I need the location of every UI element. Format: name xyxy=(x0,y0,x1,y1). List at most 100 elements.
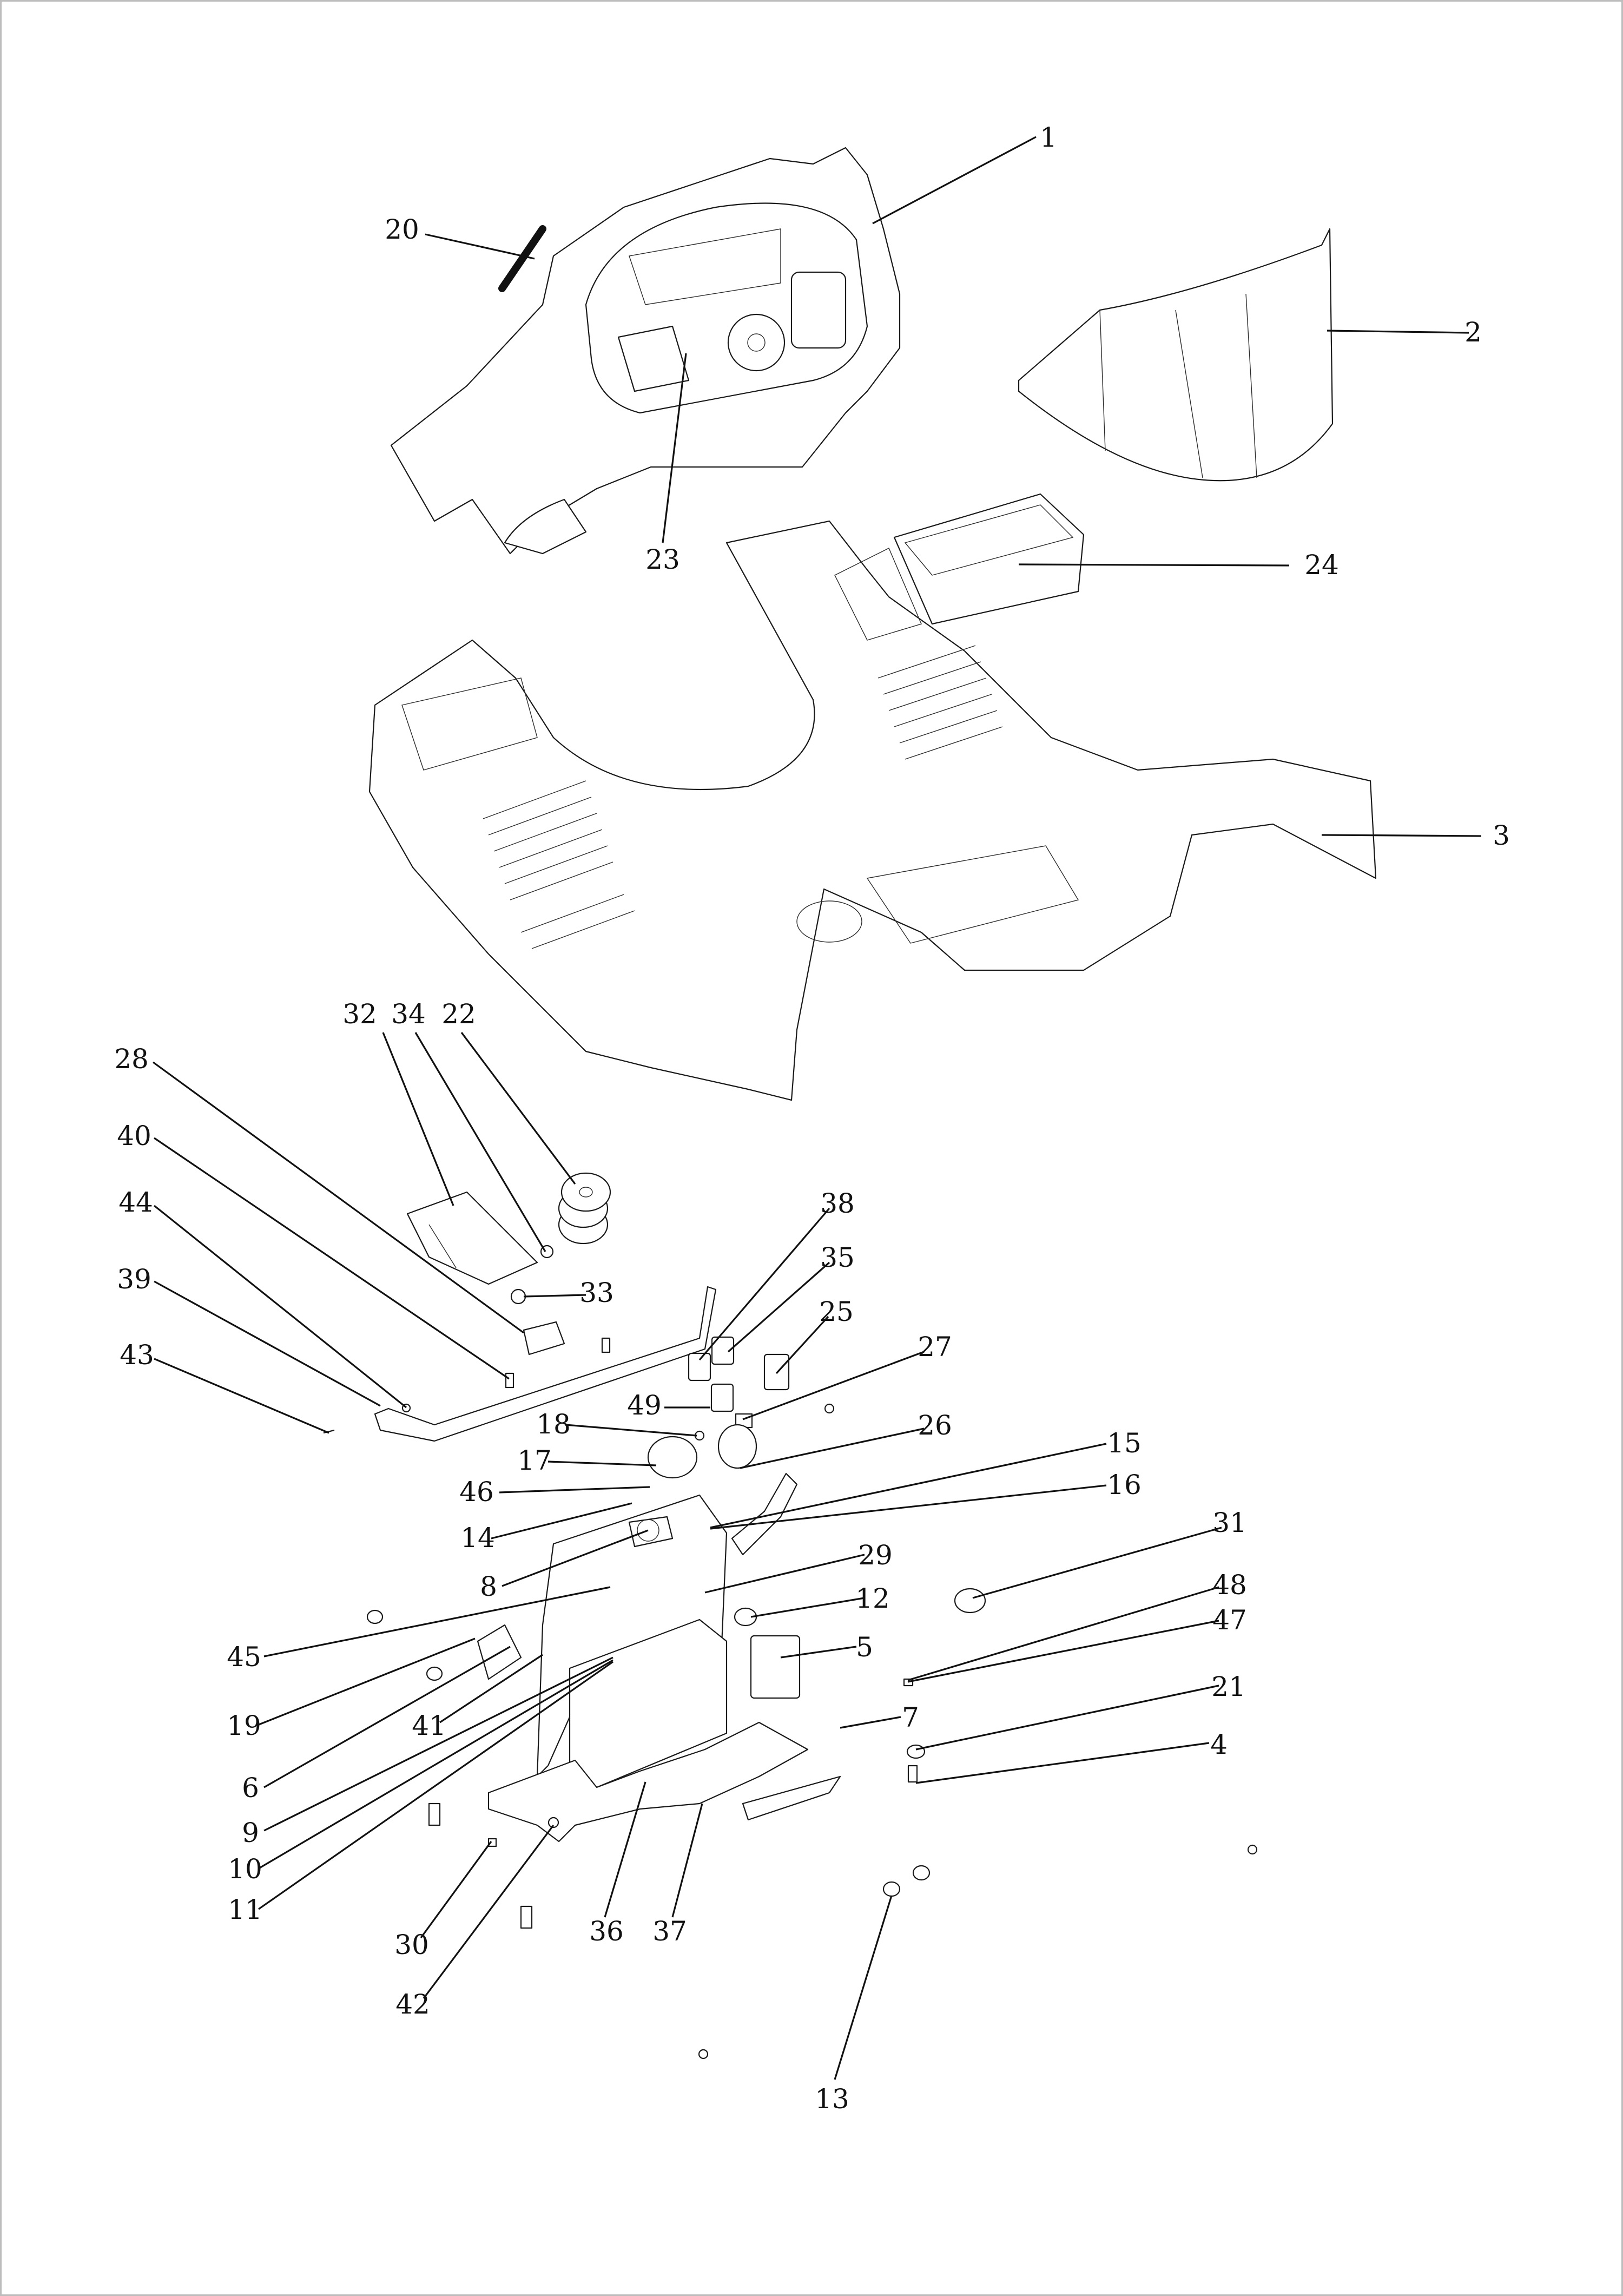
leader-line xyxy=(1321,834,1482,837)
leader-line xyxy=(258,1659,613,1870)
callout-44: 44 xyxy=(118,1187,407,1409)
leader-line xyxy=(775,1315,829,1374)
leader-line xyxy=(547,1461,657,1466)
leader-line xyxy=(263,1656,613,1832)
leader-line xyxy=(742,1351,925,1420)
leader-line xyxy=(263,1586,611,1657)
leader-line xyxy=(502,1529,649,1587)
part-front-cover xyxy=(1018,228,1334,482)
part-rivet xyxy=(323,1429,335,1434)
part-rocker-switch-38 xyxy=(688,1352,711,1381)
leader-line xyxy=(491,1502,632,1540)
callout-2: 2 xyxy=(1327,317,1482,348)
callout-15: 15 xyxy=(710,1427,1142,1529)
callout-33: 33 xyxy=(523,1277,614,1308)
callout-label: 42 xyxy=(395,1989,430,2020)
part-nut-loose xyxy=(1247,1844,1258,1855)
callout-label: 32 xyxy=(342,998,377,1030)
leader-line xyxy=(662,353,687,543)
leader-line xyxy=(499,1486,650,1494)
callout-label: 26 xyxy=(918,1410,952,1441)
leader-line xyxy=(425,233,535,260)
callout-6: 6 xyxy=(242,1646,511,1804)
callout-label: 34 xyxy=(391,998,426,1030)
callout-25: 25 xyxy=(775,1296,854,1374)
callout-label: 46 xyxy=(459,1476,494,1508)
leader-line xyxy=(710,1443,1107,1529)
callout-17: 17 xyxy=(517,1445,657,1476)
leader-line xyxy=(1327,330,1469,334)
trim-strip-shape xyxy=(498,225,546,292)
callout-label: 1 xyxy=(1040,122,1057,153)
callout-22: 22 xyxy=(441,998,576,1185)
callout-28: 28 xyxy=(114,1043,524,1334)
callout-18: 18 xyxy=(536,1409,697,1440)
part-stud-bolt xyxy=(907,1765,918,1783)
callout-19: 19 xyxy=(227,1637,476,1741)
leader-line xyxy=(414,1032,546,1252)
callout-label: 43 xyxy=(120,1339,154,1371)
leader-line xyxy=(840,1716,901,1729)
callout-39: 39 xyxy=(117,1264,381,1407)
leader-line xyxy=(263,1646,511,1788)
callout-4: 4 xyxy=(915,1729,1228,1784)
leader-line xyxy=(834,1895,893,2080)
callout-label: 45 xyxy=(227,1641,261,1673)
callout-26: 26 xyxy=(740,1410,952,1469)
leader-line xyxy=(154,1358,329,1434)
callout-label: 31 xyxy=(1212,1507,1247,1538)
callout-label: 2 xyxy=(1464,317,1482,348)
callout-48: 48 xyxy=(907,1569,1247,1681)
callout-31: 31 xyxy=(972,1507,1247,1599)
callout-label: 22 xyxy=(441,998,476,1030)
callout-label: 47 xyxy=(1212,1604,1247,1636)
part-key-switch xyxy=(717,1424,757,1469)
leader-line xyxy=(780,1646,857,1659)
callout-label: 49 xyxy=(627,1390,662,1421)
part-rocker-switch-49 xyxy=(710,1383,734,1412)
callout-label: 33 xyxy=(579,1277,614,1308)
callout-label: 11 xyxy=(228,1894,262,1925)
part-nut-loose-c xyxy=(824,1403,835,1414)
vent-slots-left xyxy=(483,780,635,949)
callout-label: 20 xyxy=(385,214,419,245)
callout-3: 3 xyxy=(1321,820,1510,851)
leader-line xyxy=(872,136,1037,225)
leader-line xyxy=(750,1597,865,1618)
leader-line xyxy=(710,1484,1107,1530)
callout-35: 35 xyxy=(727,1242,855,1353)
callout-label: 29 xyxy=(858,1540,893,1571)
callout-5: 5 xyxy=(780,1631,873,1663)
part-bolt-30 xyxy=(487,1838,497,1847)
leader-line xyxy=(740,1427,925,1469)
callout-label: 21 xyxy=(1211,1671,1246,1702)
part-cap xyxy=(906,1744,926,1759)
part-dashboard-shroud xyxy=(390,147,901,555)
leader-line xyxy=(258,1661,613,1910)
leader-line xyxy=(154,1280,381,1407)
callout-label: 36 xyxy=(589,1916,624,1947)
callout-label: 40 xyxy=(117,1120,151,1152)
callout-29: 29 xyxy=(704,1540,893,1594)
part-relay xyxy=(523,1321,565,1356)
leader-line xyxy=(439,1654,543,1723)
callout-43: 43 xyxy=(120,1339,329,1434)
callout-49: 49 xyxy=(627,1390,710,1421)
part-stud-a xyxy=(428,1802,441,1826)
callout-47: 47 xyxy=(907,1604,1247,1683)
leader-line xyxy=(915,1685,1219,1751)
leader-line xyxy=(523,1294,586,1298)
part-nut-loose-b xyxy=(698,2049,709,2060)
callout-13: 13 xyxy=(815,1895,893,2115)
part-hose-clamp-13 xyxy=(882,1881,901,1897)
part-support-bracket xyxy=(374,1286,717,1442)
callout-12: 12 xyxy=(750,1583,890,1618)
leader-line xyxy=(671,1803,703,1918)
callout-9: 9 xyxy=(242,1656,613,1848)
leader-line xyxy=(420,1841,492,1938)
callout-label: 17 xyxy=(517,1445,552,1476)
callout-label: 39 xyxy=(117,1264,151,1295)
leader-line xyxy=(727,1261,830,1353)
